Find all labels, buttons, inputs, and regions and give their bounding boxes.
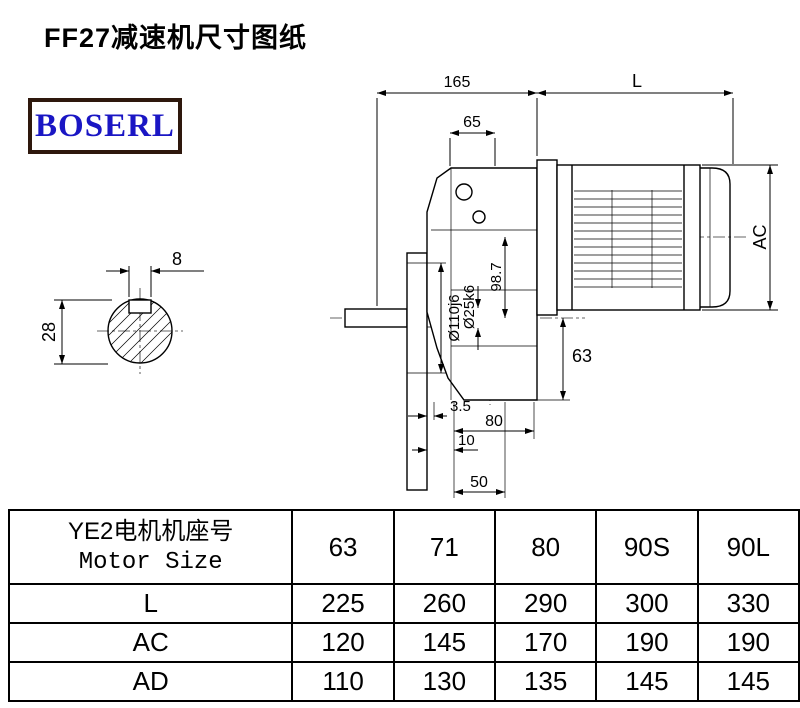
table-header-row: YE2电机机座号 Motor Size 63 71 80 90S 90L [7,509,800,585]
dim-motor-height: AC [750,224,770,249]
fan-cowl [700,167,731,308]
frame-col-4: 90L [696,509,800,585]
dim-offset-b: 10 [458,432,475,449]
brand-logo-text: BOSERL [35,107,175,144]
cell-AC-3: 190 [595,622,699,663]
dim-key-width: 8 [172,249,182,269]
main-view: 165 L 65 AC Ø110j6 Ø25k6 [330,71,778,498]
motor-size-header-en: Motor Size [78,549,223,576]
dim-section-height: 28 [39,322,59,342]
row-label-AD: AD [7,661,294,702]
cell-AD-0: 110 [291,661,395,702]
cell-L-4: 330 [696,583,800,624]
dimension-table: YE2电机机座号 Motor Size 63 71 80 90S 90L L 2… [7,509,800,702]
dim-offset-a: 3.5 [450,398,471,415]
cell-AD-1: 130 [392,661,497,702]
motor-size-header-cn: YE2电机机座号 [68,517,234,545]
table-row-AD: AD 110 130 135 145 145 [7,661,800,702]
dim-axis-to-bottom: 63 [572,346,592,366]
output-flange [406,252,428,491]
dim-top-inner: 65 [463,114,481,131]
dimension-drawing: 8 28 [39,71,778,498]
hatch-pattern [108,299,172,363]
row-label-L: L [7,583,294,624]
shaft-section-view: 8 28 [39,249,204,374]
bolt-hole-lower [472,210,486,224]
page-title: FF27减速机尺寸图纸 [44,23,308,53]
motor-adapter [536,159,558,316]
gearbox-housing [426,167,538,401]
keyway-slot [128,299,152,314]
frame-col-1: 71 [392,509,497,585]
dim-center-height: 98.7 [488,262,505,291]
cell-AC-2: 170 [493,622,598,663]
dim-bottom-width: 50 [470,474,488,491]
brand-logo: BOSERL [28,98,182,154]
motor-size-header: YE2电机机座号 Motor Size [7,509,294,585]
frame-col-2: 80 [493,509,598,585]
dim-flange-dia: Ø110j6 [446,294,463,341]
cell-AC-4: 190 [696,622,800,663]
motor-body [556,164,701,311]
bolt-hole-upper [455,183,473,201]
table-row-L: L 225 260 290 300 330 [7,583,800,624]
cell-AD-2: 135 [493,661,598,702]
bore-circle [107,298,173,364]
dim-housing-bottom: 80 [485,413,503,430]
cell-AD-4: 145 [696,661,800,702]
cell-L-3: 300 [595,583,699,624]
frame-col-0: 63 [291,509,395,585]
cell-L-2: 290 [493,583,598,624]
dim-motor-length: L [632,71,642,91]
frame-col-3: 90S [595,509,699,585]
motor-fins [574,190,682,288]
dim-top-width: 165 [444,74,471,91]
dim-shaft-dia: Ø25k6 [461,285,478,329]
cell-AC-1: 145 [392,622,497,663]
cell-L-1: 260 [392,583,497,624]
cell-AD-3: 145 [595,661,699,702]
cell-AC-0: 120 [291,622,395,663]
output-shaft [344,308,408,328]
row-label-AC: AC [7,622,294,663]
cell-L-0: 225 [291,583,395,624]
table-row-AC: AC 120 145 170 190 190 [7,622,800,663]
